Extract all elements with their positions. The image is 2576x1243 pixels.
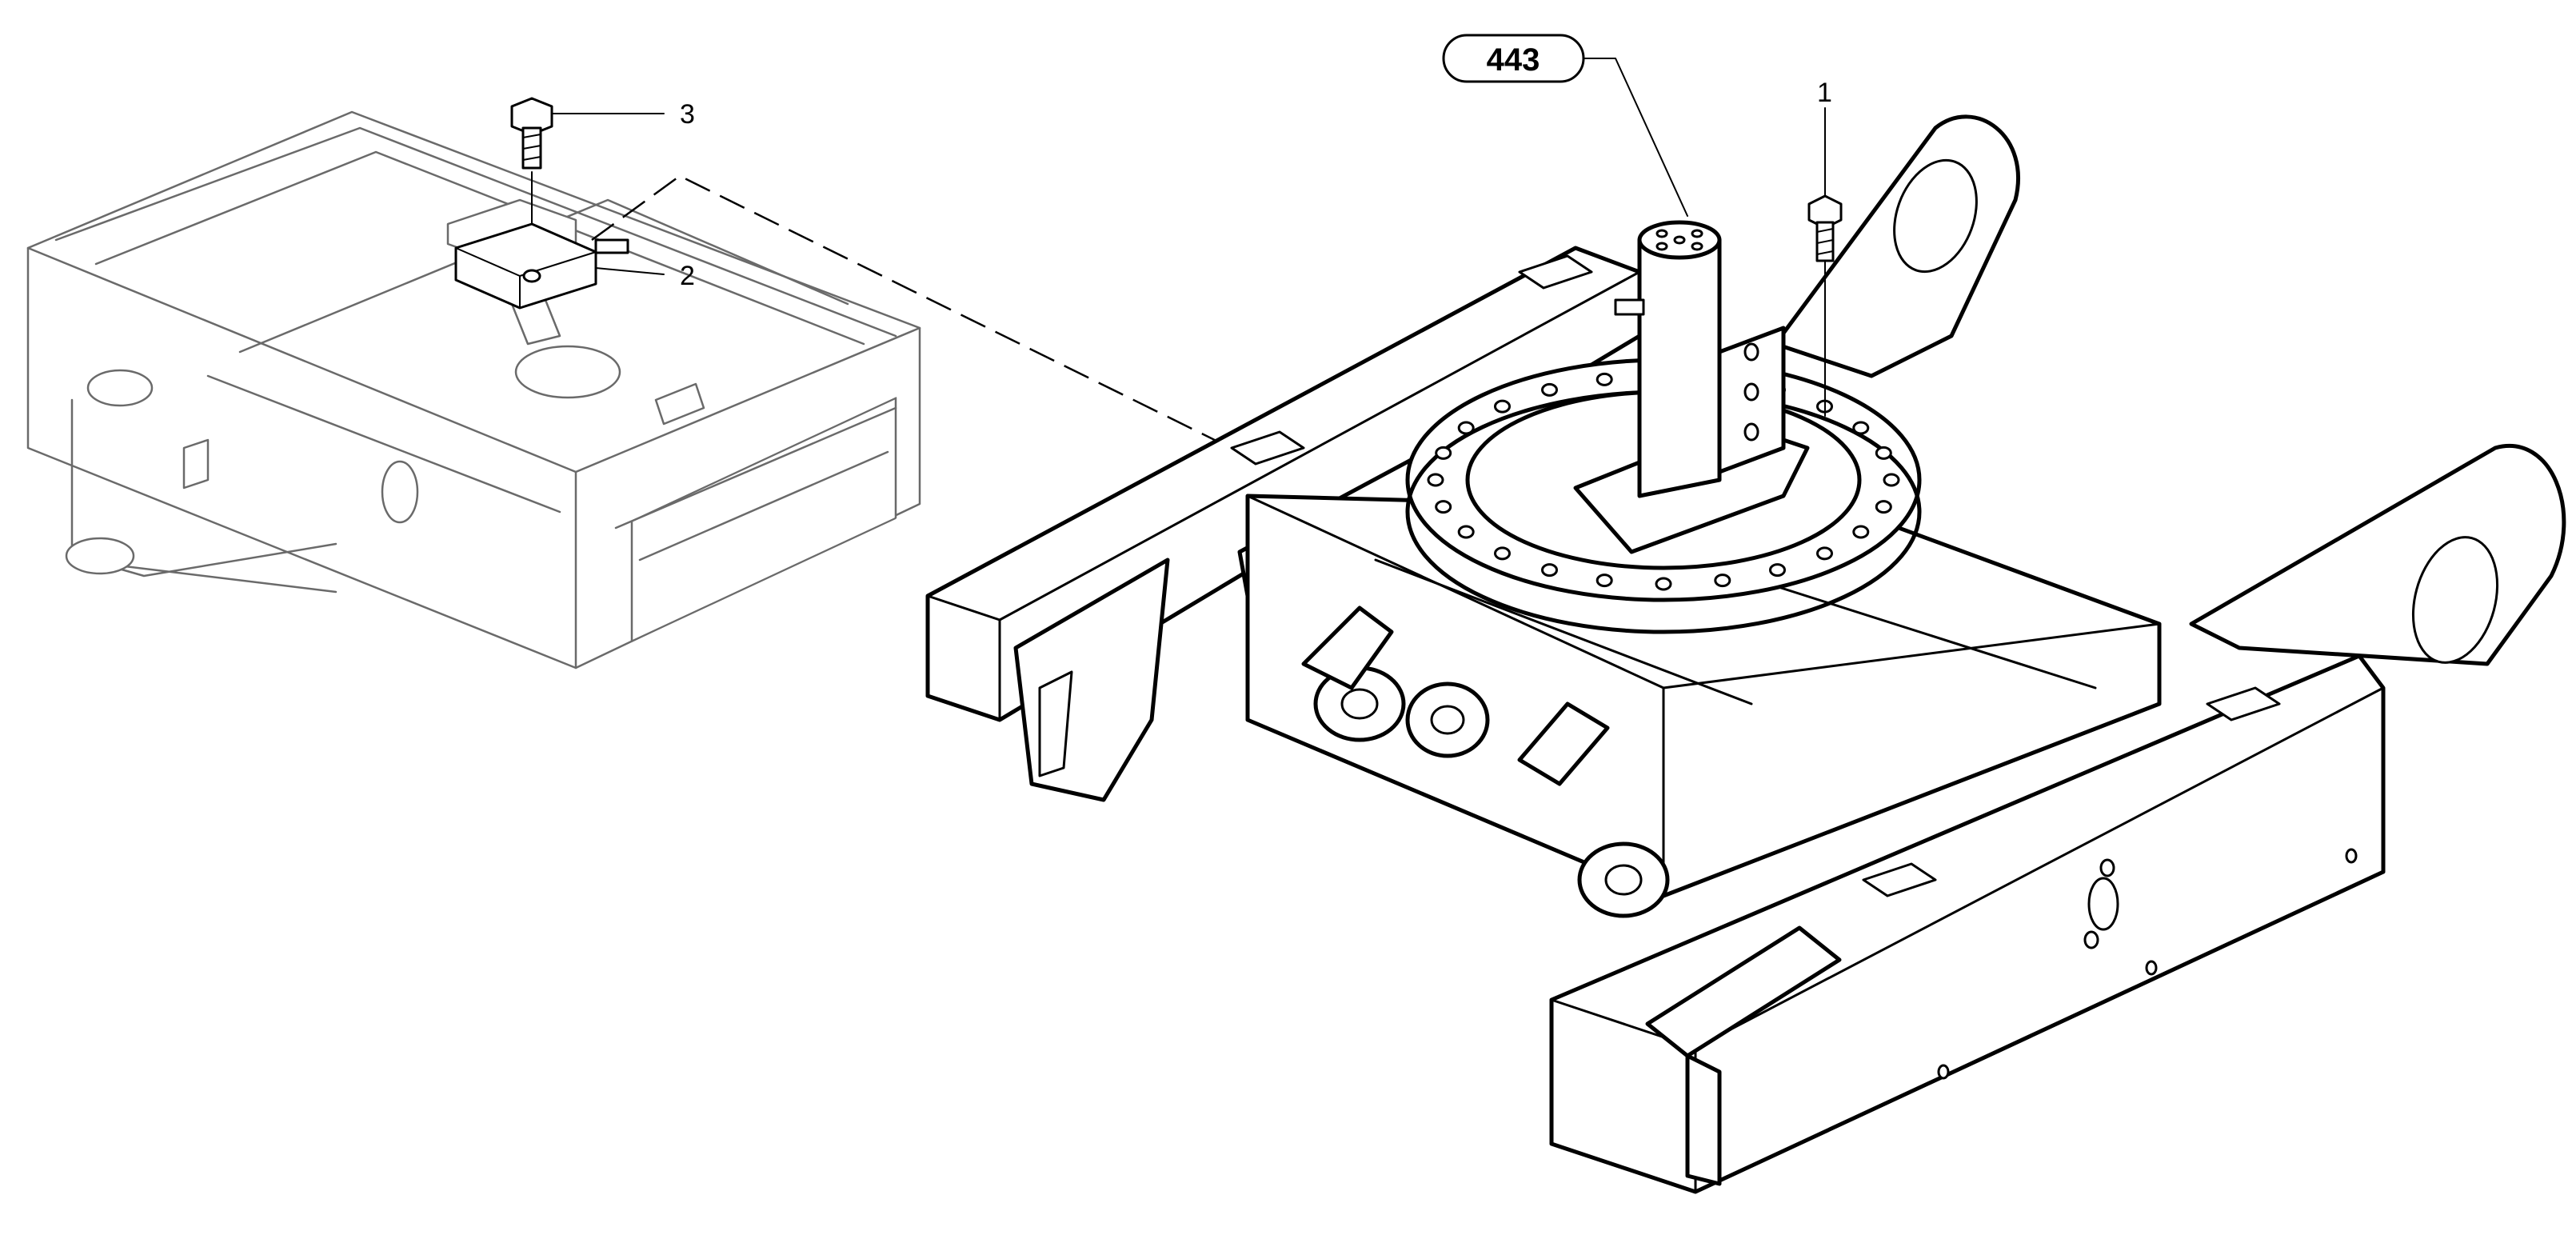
bolt-hole [1494, 399, 1511, 414]
bolt-hole [1435, 500, 1452, 514]
port-hole [1655, 242, 1668, 251]
bolt-hole [1541, 382, 1558, 397]
bolt-hole [1494, 546, 1511, 561]
leader-line-443 [1583, 58, 1688, 217]
callout-1: 1 [1817, 78, 1832, 108]
bolt-hole [1714, 574, 1731, 588]
bolt-hole [1852, 525, 1870, 539]
bolt-hole [1875, 500, 1892, 514]
bolt-hole [1457, 525, 1475, 539]
part-443-swivel-joint [1573, 220, 1810, 554]
slewing-ring-bolt-holes [1427, 369, 1900, 591]
bolt-hole [1875, 446, 1892, 460]
leader-line-2 [595, 267, 665, 275]
bolt-hole [1852, 421, 1870, 435]
bolt-hole [1427, 473, 1444, 487]
port-hole [1673, 235, 1686, 245]
port-hole [1691, 229, 1703, 238]
callout-443: 443 [1487, 42, 1540, 78]
part-1-bolt [1807, 194, 1843, 417]
bolt-hole [1596, 372, 1613, 386]
bolt-hole [1655, 577, 1672, 591]
upper-frame-assembly [26, 110, 921, 669]
part-3-bolt [510, 97, 553, 277]
bolt-hole [1883, 473, 1900, 487]
bolt-hole [1435, 446, 1452, 460]
bolt-hole [1457, 421, 1475, 435]
bolt-hole [1769, 563, 1786, 578]
bolt-hole [1596, 574, 1613, 588]
callout-443-badge: 443 [1442, 34, 1585, 83]
swivel-top-ports [1655, 229, 1703, 251]
bolt-hole [1541, 563, 1558, 578]
port-hole [1691, 242, 1703, 251]
bolt-hole [1816, 546, 1833, 561]
port-hole [1655, 229, 1668, 238]
callout-3: 3 [680, 99, 695, 130]
part-2-clamp-block [454, 222, 629, 310]
undercarriage-frame [925, 114, 2566, 1194]
callout-2: 2 [680, 261, 695, 291]
